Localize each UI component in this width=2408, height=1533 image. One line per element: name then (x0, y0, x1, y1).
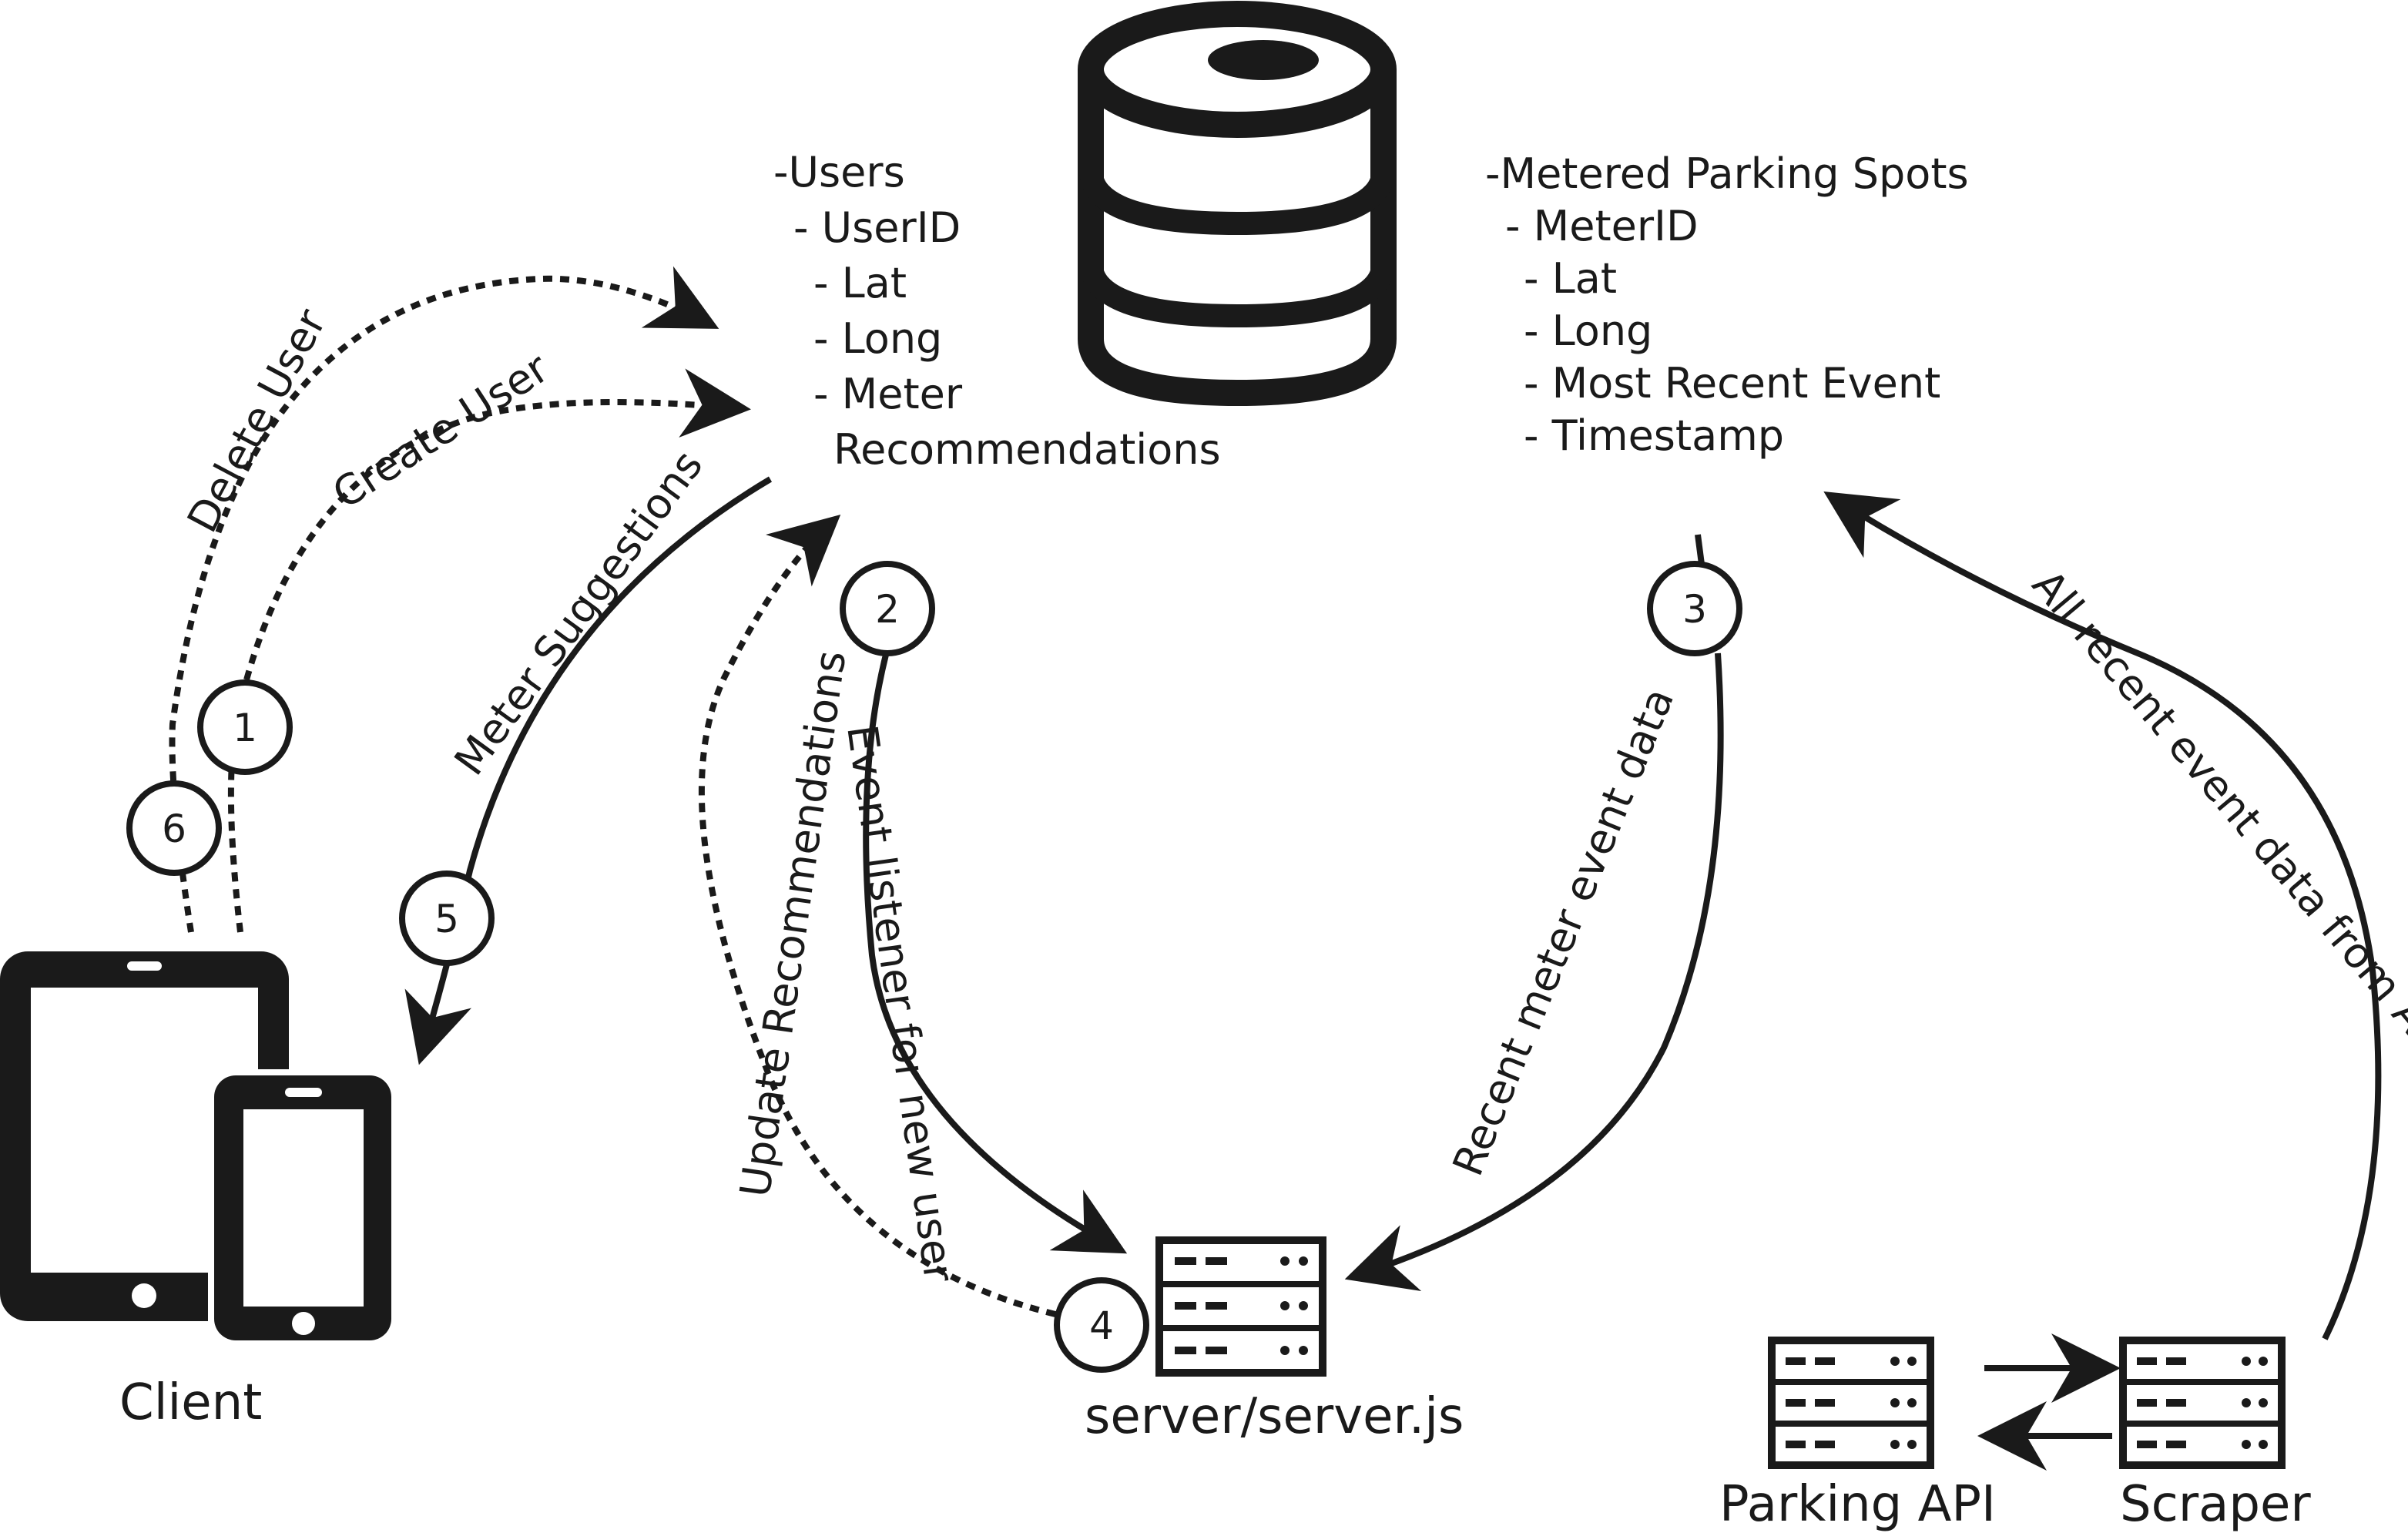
server-icon (1768, 1337, 1934, 1469)
event-listener-arrow (863, 654, 1128, 1254)
meter-suggestions-arrow (404, 476, 773, 1065)
server-label: server/server.js (1085, 1388, 1464, 1445)
users-schema-line: - Lat (813, 259, 907, 307)
meters-schema-line: - MeterID (1505, 202, 1699, 250)
users-schema-line: Recommendations (833, 425, 1221, 474)
delete-user-arrow (169, 266, 719, 933)
scraper-label: Scraper (2120, 1476, 2311, 1533)
update-recommendations-arrow (698, 515, 1056, 1317)
meters-schema-line: -Metered Parking Spots (1485, 149, 1969, 198)
phone-icon (208, 1069, 397, 1347)
meters-schema-line: - Long (1524, 307, 1652, 355)
users-schema-line: - Meter (813, 370, 963, 418)
meters-schema-line: - Timestamp (1524, 411, 1784, 460)
parking-api-label: Parking API (1719, 1476, 1996, 1533)
step-marker: 1 (197, 679, 293, 775)
database-icon (1078, 1, 1397, 407)
event-listener-label: Event listener for new user (837, 722, 964, 1286)
recent-meter-event-label: Recent meter event data (1444, 682, 1684, 1182)
all-recent-event-label: All recent event data from API (2023, 561, 2408, 1071)
client-label: Client (119, 1374, 262, 1431)
users-schema-line: - UserID (793, 203, 961, 252)
step-number: 3 (1682, 587, 1707, 632)
meters-schema-line: - Most Recent Event (1524, 359, 1940, 408)
meters-schema: -Metered Parking Spots - MeterID - Lat -… (1485, 149, 1969, 460)
step-number: 2 (875, 587, 900, 632)
step-marker: 2 (840, 561, 935, 656)
step-marker: 4 (1054, 1277, 1149, 1373)
step-marker: 6 (126, 780, 222, 876)
step-number: 1 (233, 706, 257, 750)
users-schema-line: -Users (773, 148, 905, 196)
step-number: 6 (162, 807, 186, 851)
all-recent-event-arrow (1823, 491, 2382, 1340)
meter-suggestions-label: Meter Suggestions (445, 441, 713, 783)
step-number: 5 (434, 897, 459, 941)
step-number: 4 (1089, 1303, 1114, 1348)
users-schema: -Users - UserID - Lat - Long - Meter Rec… (773, 148, 1221, 474)
step-marker: 5 (399, 870, 495, 966)
meters-schema-line: - Lat (1524, 254, 1617, 303)
step-marker: 3 (1647, 561, 1742, 656)
server-icon (2119, 1337, 2286, 1469)
server-icon (1155, 1236, 1326, 1377)
users-schema-line: - Long (813, 314, 942, 363)
update-recommendations-label: Update Recommendations (730, 648, 855, 1200)
recent-meter-event-arrow (1344, 652, 1724, 1291)
delete-user-label: Delete User (178, 300, 336, 540)
create-user-label: Create User (324, 344, 558, 518)
